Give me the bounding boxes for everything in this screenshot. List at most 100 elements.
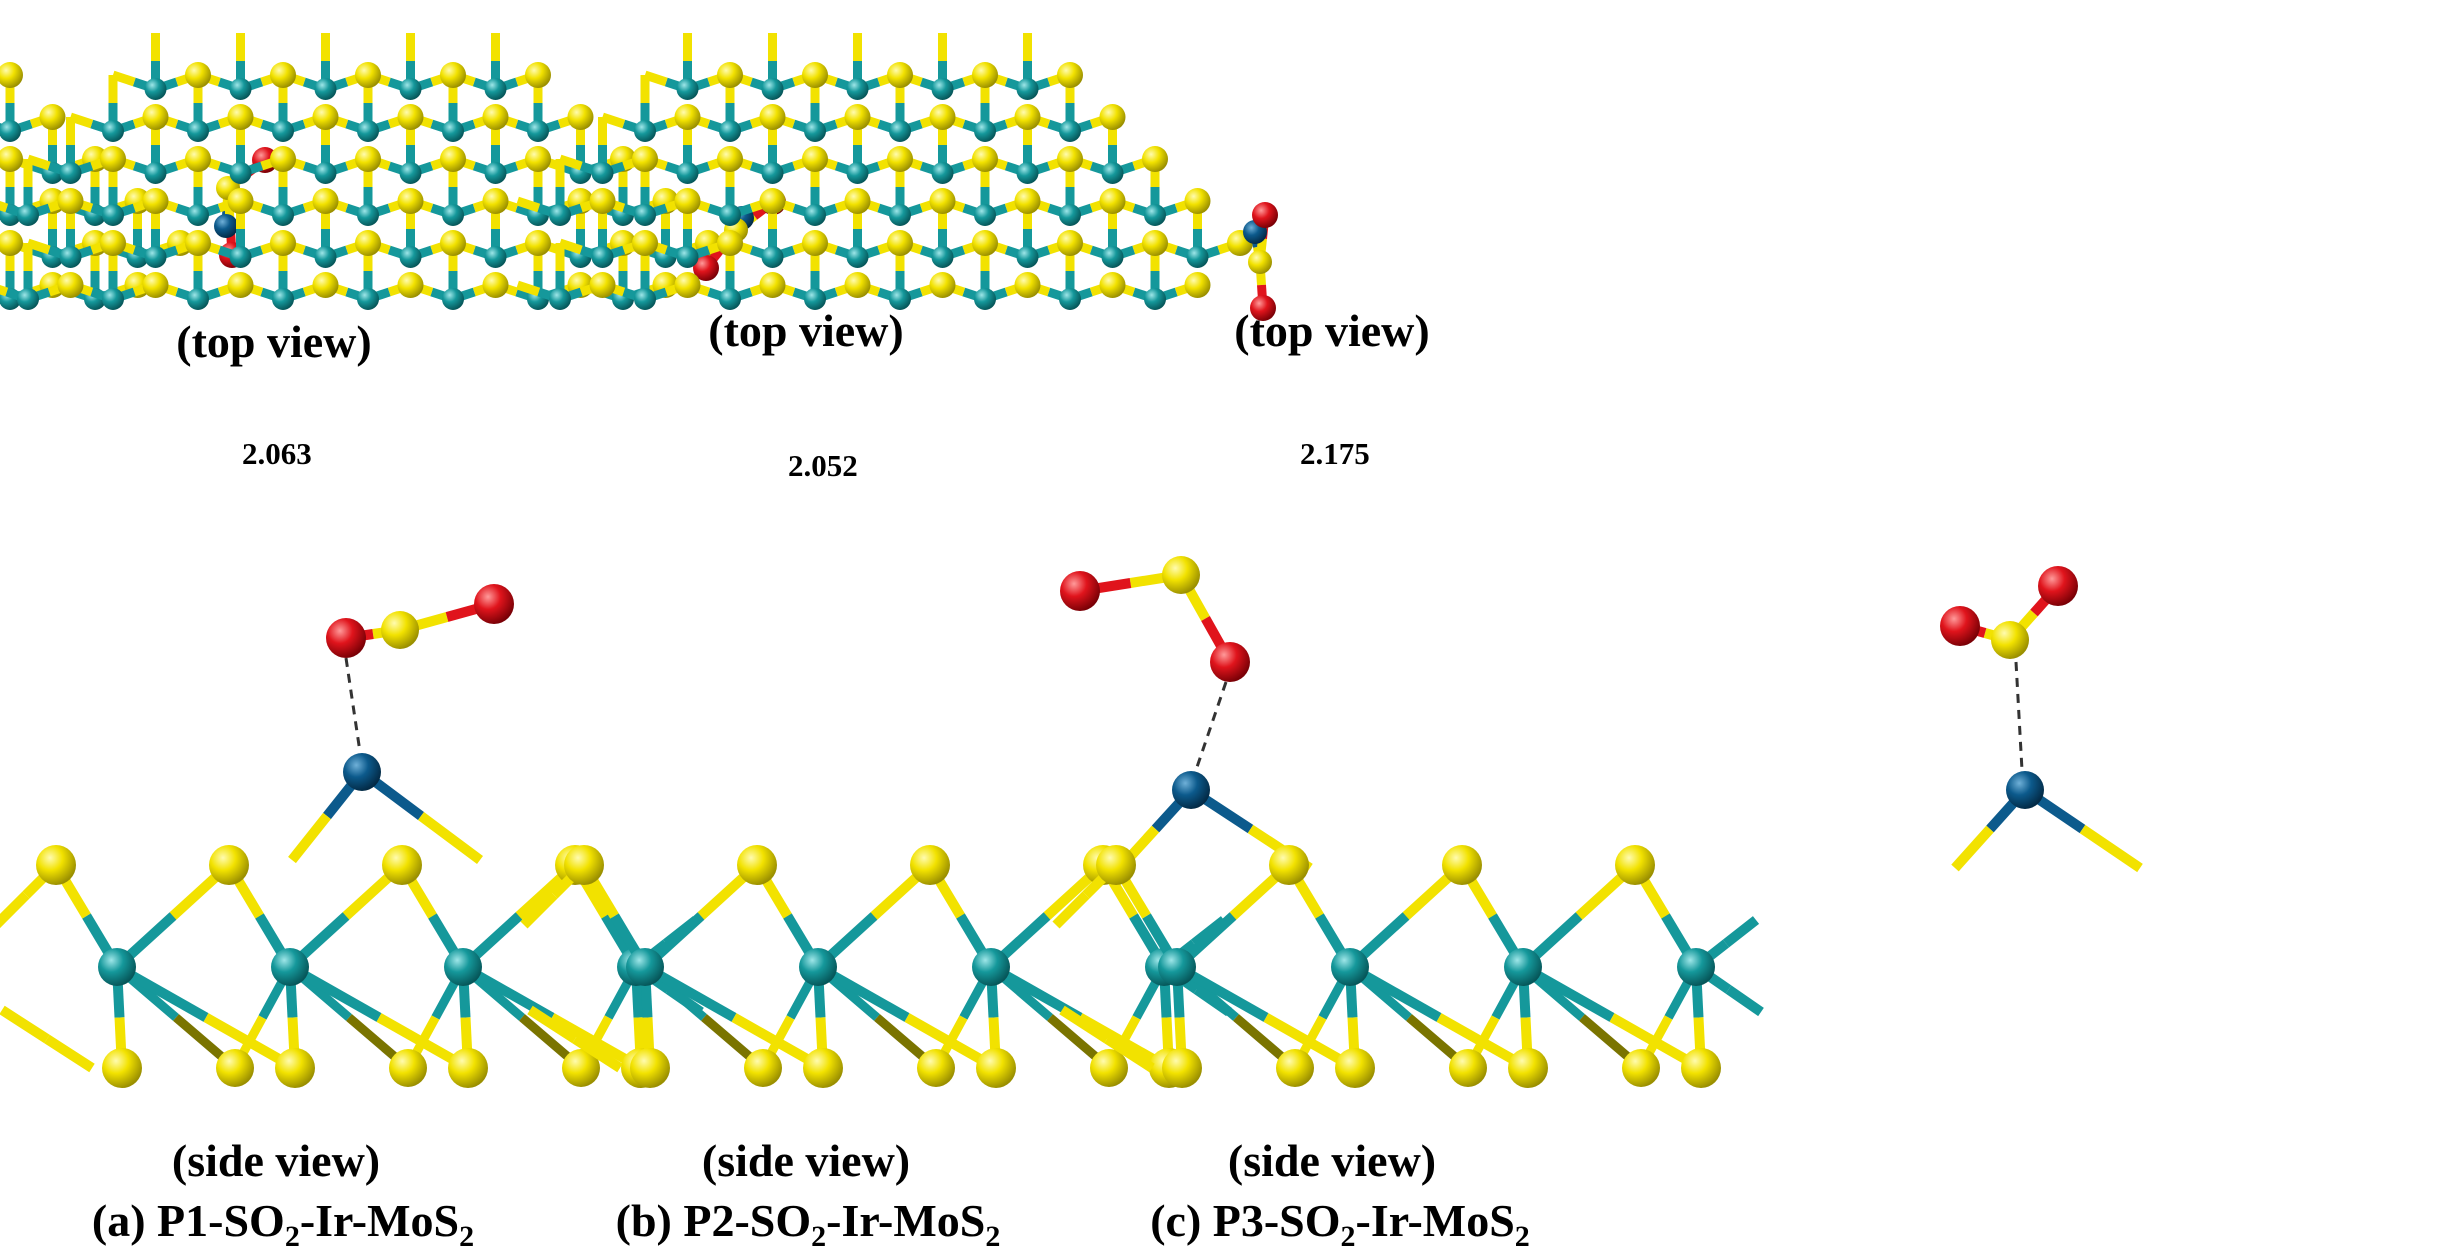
molybdenum-atom [634,288,656,310]
molybdenum-atom [357,120,379,142]
sulfur-atom [1269,845,1309,885]
molybdenum-atom [676,162,699,184]
molybdenum-atom [974,288,996,310]
sulfur-atom [737,845,777,885]
molybdenum-atom [271,948,309,986]
sulfur-atom [355,62,381,88]
edge-bond [0,891,30,929]
sulfur-atom [312,104,339,130]
sulfur-atom [440,230,466,256]
sulfur-atom [1057,62,1083,88]
oxygen-atom [1940,606,1980,646]
molybdenum-atom [272,120,294,142]
molybdenum-atom [229,162,252,184]
edge-bond [0,1005,50,1044]
sulfur-atom [1449,1049,1487,1087]
sulfur-atom [1184,188,1211,214]
molybdenum-atom [17,204,39,226]
molybdenum-atom [972,948,1010,986]
sulfur-atom [744,1049,782,1087]
sulfur-atom [972,230,998,256]
molybdenum-atom [676,246,699,268]
sulfur-atom [1248,250,1272,274]
sulfur-atom [802,62,828,88]
sulfur-atom [803,1048,843,1088]
sulfur-atom [564,845,604,885]
sulfur-atom [759,104,786,130]
sulfur-atom [209,845,249,885]
mos2-top-lattice [0,33,721,310]
sulfur-atom [227,272,254,298]
iridium-atom [343,753,381,791]
sulfur-atom [0,230,23,256]
sulfur-atom [844,272,871,298]
panel-caption: (c) P3-SO2-Ir-MoS2 [1150,1195,1530,1253]
molybdenum-atom [1186,246,1209,268]
sulfur-atom [759,188,786,214]
sulfur-atom [844,104,871,130]
sulfur-atom [270,62,296,88]
sulfur-atom [1162,556,1200,594]
sulfur-atom [717,62,743,88]
molybdenum-atom [1059,120,1081,142]
sulfur-atom [1057,146,1083,172]
caption-prefix: (c) P3-SO [1150,1195,1340,1246]
sulfur-atom [440,146,466,172]
sulfur-atom [589,272,616,298]
sulfur-atom [976,1048,1016,1088]
molybdenum-atom [399,246,422,268]
molybdenum-atom [846,162,869,184]
mos2-side-slab [1052,845,1764,1088]
molybdenum-atom [591,162,614,184]
sulfur-atom [57,272,84,298]
molybdenum-atom [314,246,337,268]
sulfur-atom [525,230,551,256]
so2-side-adsorbate-a [288,584,514,865]
molybdenum-atom [102,204,124,226]
sulfur-atom [929,272,956,298]
sulfur-atom [0,62,23,88]
molybdenum-atom [1677,948,1715,986]
molybdenum-atom [229,78,252,100]
molybdenum-atom [846,78,869,100]
sulfur-atom [717,230,743,256]
molybdenum-atom [314,162,337,184]
molybdenum-atom [634,120,656,142]
sulfur-atom [312,272,339,298]
panel-caption: (b) P2-SO2-Ir-MoS2 [616,1195,1001,1253]
molybdenum-atom [719,288,741,310]
sulfur-atom [632,146,658,172]
sulfur-atom [929,104,956,130]
molybdenum-atom [804,288,826,310]
ir-s-bond [288,812,331,864]
sulfur-atom [1014,104,1041,130]
sulfur-atom [355,146,381,172]
molybdenum-atom [549,204,571,226]
ir-s-bond [1951,825,1994,872]
molybdenum-atom [719,120,741,142]
sulfur-atom [562,1049,600,1087]
molybdenum-atom [1144,204,1166,226]
so2-top-adsorbate [1243,202,1278,321]
sulfur-atom [482,188,509,214]
sulfur-atom [630,1048,670,1088]
sulfur-atom [355,230,381,256]
molybdenum-atom [442,204,464,226]
caption-subscript-mos2: 2 [985,1220,1000,1253]
sulfur-atom [382,845,422,885]
edge-bond [1104,1034,1155,1073]
caption-middle: -Ir-MoS [826,1195,985,1246]
sulfur-atom [1142,230,1168,256]
molybdenum-atom [1059,288,1081,310]
sulfur-atom [972,146,998,172]
molybdenum-atom [444,948,482,986]
molybdenum-atom [719,204,741,226]
caption-subscript-mos2: 2 [459,1220,474,1253]
molybdenum-atom [357,288,379,310]
sulfur-atom [397,104,424,130]
molybdenum-atom [144,246,167,268]
edge-bond [44,1034,95,1073]
molybdenum-atom [187,120,209,142]
sulfur-atom [216,1049,254,1087]
molybdenum-atom [357,204,379,226]
